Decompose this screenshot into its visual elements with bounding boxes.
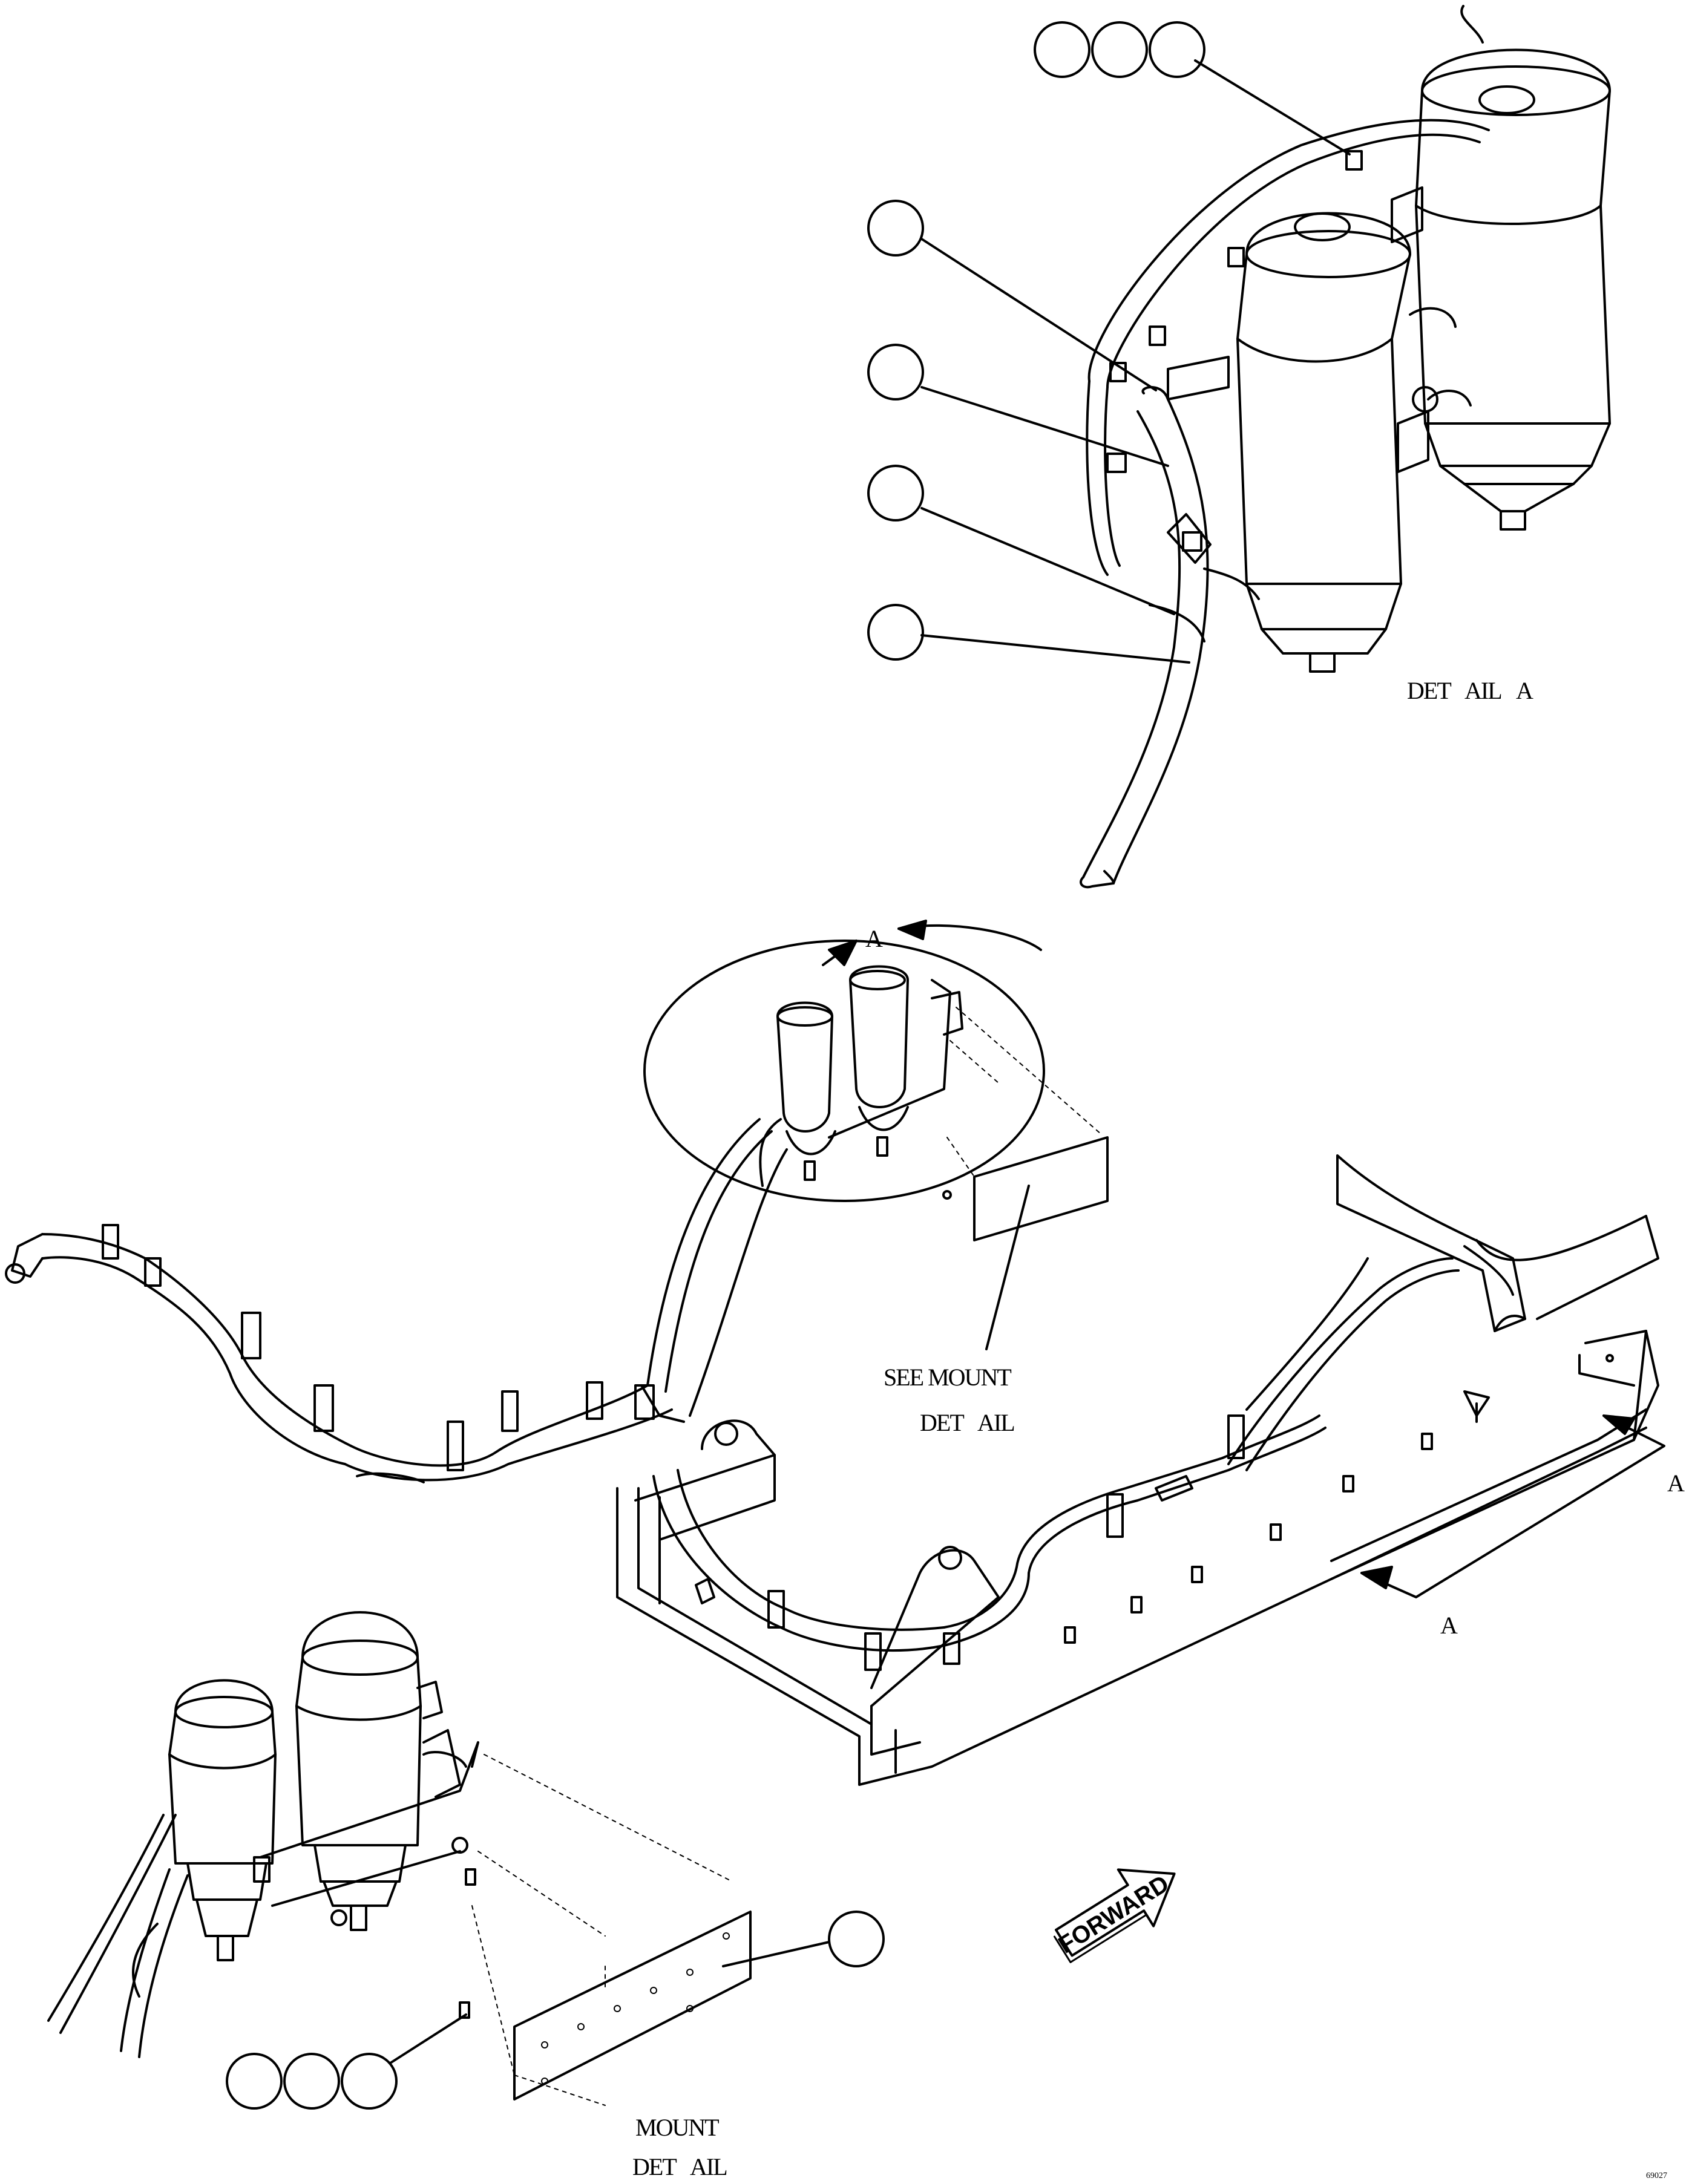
leader-line xyxy=(722,1941,830,1967)
mount-line1: MOUNT xyxy=(635,2114,719,2141)
callout-bubble xyxy=(1034,21,1090,78)
mount-detail-view xyxy=(47,1611,885,2110)
see-mount-line2b: AIL xyxy=(977,1409,1014,1436)
callout-bubble xyxy=(867,344,924,401)
hose-bottom xyxy=(47,1814,189,2058)
mount-line2a: DET xyxy=(632,2153,677,2180)
leader-line xyxy=(389,2013,467,2064)
see-mount-line2a: DET xyxy=(920,1409,964,1436)
explode-lines-large xyxy=(471,1754,733,2106)
fender-bracket-right xyxy=(1336,1154,1659,1332)
mount-plate-small xyxy=(973,1136,1109,1241)
callout-bubble xyxy=(1149,21,1205,78)
mount-plate-large xyxy=(513,1911,752,2101)
leader-line xyxy=(920,386,1169,467)
filter-canister-front xyxy=(1236,212,1411,673)
detail-label-part: AIL xyxy=(1464,677,1501,704)
arrow-head xyxy=(828,940,858,966)
leader-line xyxy=(920,507,1175,615)
callout-bubble xyxy=(1091,21,1148,78)
detail-a-label: DET AIL A xyxy=(1407,677,1535,704)
detail-a-view xyxy=(867,5,1611,889)
leader-line xyxy=(920,238,1157,391)
bolt xyxy=(465,1868,476,1886)
section-a-label-bottom: A xyxy=(1440,1612,1458,1639)
bolt xyxy=(459,2001,470,2019)
see-mount-detail-label: SEE MOUNT DET AIL xyxy=(884,1364,1015,1436)
plate-holes xyxy=(541,1932,730,2085)
detail-a-circle xyxy=(643,940,1045,1202)
section-line-a xyxy=(1360,1414,1665,1598)
fuel-hose-detail xyxy=(1080,398,1260,889)
callout-bubble-plate xyxy=(828,1911,885,1967)
hose-bundle-left xyxy=(5,1118,788,1483)
callout-bubble xyxy=(226,2053,283,2110)
filter-canister-rear xyxy=(1415,48,1611,531)
leader-line xyxy=(985,1185,1030,1350)
hose-run-right xyxy=(652,1257,1460,1671)
forward-arrow xyxy=(1053,1868,1176,1963)
bracket-frame-detail xyxy=(1086,119,1490,576)
detail-label-part: DET xyxy=(1407,677,1451,704)
bracket-bottom xyxy=(253,1681,479,1926)
callout-bubble xyxy=(867,604,924,661)
main-assembly-view xyxy=(5,920,1665,1786)
wire xyxy=(1460,5,1484,44)
see-mount-line1: SEE MOUNT xyxy=(884,1364,1011,1391)
mount-line2b: AIL xyxy=(690,2153,727,2180)
callout-bubble xyxy=(341,2053,398,2110)
bolt xyxy=(942,1190,952,1200)
fasteners xyxy=(1064,1390,1490,1644)
mount-detail-label: MOUNT DET AIL xyxy=(632,2114,728,2180)
callout-stack-left xyxy=(867,200,1190,664)
section-a-label-right: A xyxy=(1667,1470,1685,1497)
callout-group-bottom xyxy=(226,2013,467,2110)
drawing-number: 69027 xyxy=(1646,2171,1667,2180)
view-a-label: A xyxy=(865,925,883,952)
explode-lines-small xyxy=(946,1007,1102,1177)
filter-canister-bottom-left xyxy=(168,1679,277,1961)
callout-bubble xyxy=(867,200,924,257)
arrow-head xyxy=(897,920,927,940)
callout-bubble xyxy=(867,465,924,521)
leader-line xyxy=(920,634,1190,664)
filter-canister-bottom-right xyxy=(295,1611,422,1931)
small-filter-assembly xyxy=(759,965,963,1187)
detail-label-letter: A xyxy=(1516,677,1533,704)
callout-bubble xyxy=(283,2053,340,2110)
